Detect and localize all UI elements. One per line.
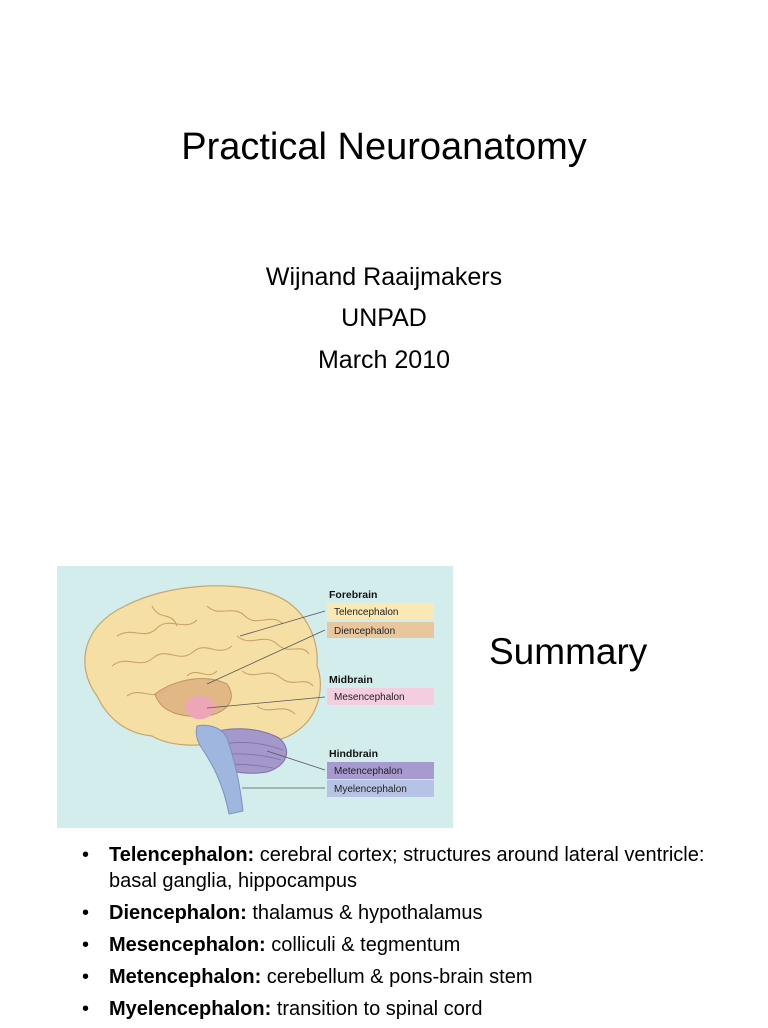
- telencephalon-label: Telencephalon: [334, 607, 399, 618]
- bullet-symbol: •: [82, 844, 90, 866]
- myelencephalon-box: [327, 780, 434, 797]
- bullet-symbol: •: [82, 902, 90, 924]
- brain-divisions-figure: Forebrain Telencephalon Diencephalon Mid…: [57, 566, 453, 828]
- midbrain-label: Midbrain: [329, 674, 373, 686]
- bullet-description: cerebellum & pons-brain stem: [261, 966, 533, 988]
- bullet-term: Metencephalon:: [109, 966, 262, 988]
- bullet-metencephalon: • Metencephalon: cerebellum & pons-brain …: [82, 964, 752, 990]
- bullet-term: Myelencephalon:: [109, 998, 272, 1020]
- cerebrum-shape: [84, 585, 321, 746]
- bullet-term: Diencephalon:: [109, 902, 247, 924]
- institution: UNPAD: [341, 304, 427, 332]
- bullet-description: transition to spinal cord: [271, 998, 483, 1020]
- myelencephalon-label: Myelencephalon: [334, 784, 407, 795]
- bullet-term: Mesencephalon:: [109, 934, 266, 956]
- bullet-term: Telencephalon:: [109, 844, 255, 866]
- forebrain-label: Forebrain: [329, 589, 377, 601]
- bullet-mesencephalon: • Mesencephalon: colliculi & tegmentum: [82, 932, 752, 958]
- bullet-myelencephalon: • Myelencephalon: transition to spinal co…: [82, 996, 752, 1022]
- hindbrain-label: Hindbrain: [329, 748, 378, 760]
- bullet-symbol: •: [82, 934, 90, 956]
- summary-bullet-list: • Telencephalon: cerebral cortex; structu…: [82, 842, 752, 1028]
- summary-heading: Summary: [489, 631, 648, 672]
- diencephalon-label: Diencephalon: [334, 626, 395, 637]
- metencephalon-label: Metencephalon: [334, 766, 402, 777]
- mesencephalon-shape: [185, 696, 215, 720]
- gyri-pattern: [111, 605, 314, 715]
- bullet-description: colliculi & tegmentum: [265, 934, 461, 956]
- mesencephalon-box: [327, 688, 434, 705]
- slide-title: Practical Neuroanatomy: [181, 126, 587, 168]
- bullet-telencephalon: • Telencephalon: cerebral cortex; structu…: [82, 842, 752, 894]
- date: March 2010: [317, 346, 451, 374]
- author-name: Wijnand Raaijmakers: [265, 263, 503, 291]
- brain-illustration: Forebrain Telencephalon Diencephalon Mid…: [84, 585, 434, 815]
- metencephalon-box: [327, 762, 434, 779]
- bullet-description: thalamus & hypothalamus: [246, 902, 483, 924]
- brainstem-shape: [195, 724, 244, 815]
- title-slide: Practical Neuroanatomy Wijnand Raaijmake…: [181, 126, 587, 374]
- bullet-symbol: •: [82, 966, 90, 988]
- bullet-symbol: •: [82, 998, 90, 1020]
- mesencephalon-label: Mesencephalon: [334, 692, 405, 703]
- bullet-diencephalon: • Diencephalon: thalamus & hypothalamus: [82, 900, 752, 926]
- bullet-description: cerebral cortex; structures around later…: [109, 844, 705, 892]
- telencephalon-box: [327, 603, 434, 619]
- diencephalon-box: [327, 622, 434, 638]
